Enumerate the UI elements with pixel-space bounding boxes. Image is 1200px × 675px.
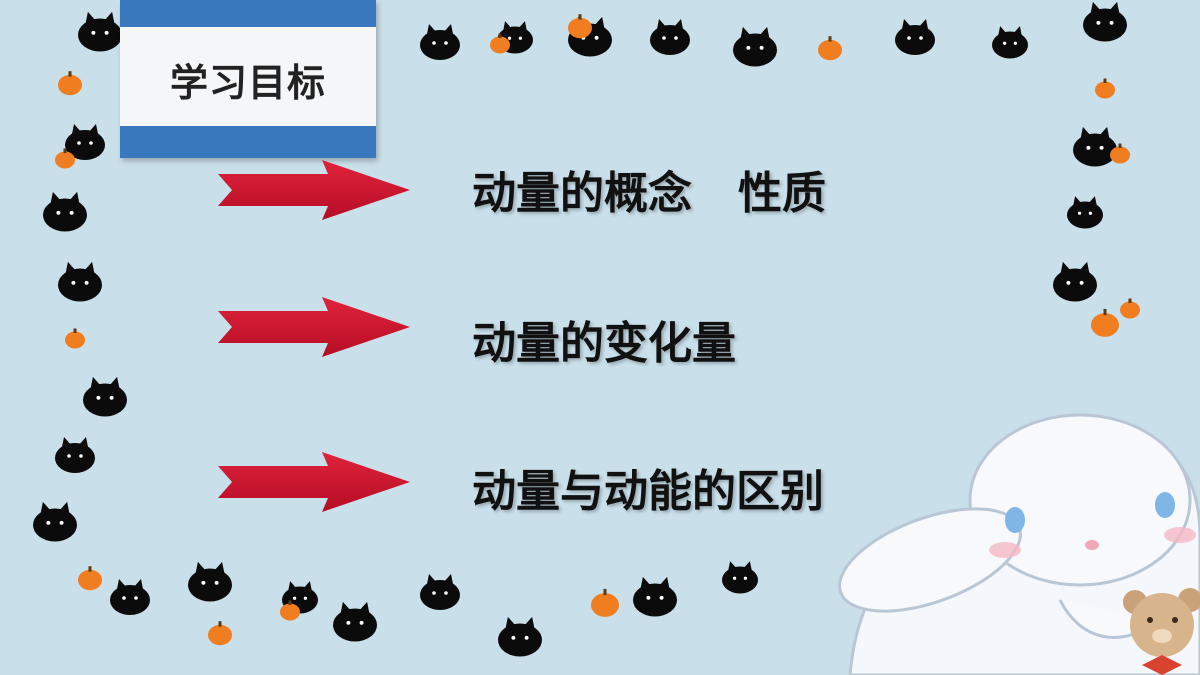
- black-cat-icon: [1053, 261, 1097, 302]
- goal-label: 动量的概念 性质: [472, 168, 826, 219]
- black-cat-icon: [83, 376, 127, 417]
- title-band-top: [120, 0, 376, 27]
- goal-label: 动量的变化量: [472, 318, 736, 369]
- black-cat-icon: [895, 19, 935, 55]
- pumpkin-icon: [280, 600, 300, 621]
- goal-arrow-2-icon: [218, 297, 410, 357]
- black-cat-icon: [633, 576, 677, 617]
- black-cat-icon: [333, 601, 377, 642]
- goal-label: 动量与动能的区别: [472, 466, 824, 517]
- goal-item-3: 动量与动能的区别: [472, 455, 824, 519]
- decor-group: [33, 1, 1140, 657]
- black-cat-icon: [78, 11, 122, 52]
- goal-item-2: 动量的变化量: [472, 307, 736, 371]
- pumpkin-icon: [208, 621, 232, 646]
- black-cat-icon: [65, 124, 105, 160]
- title-band-bottom: [120, 126, 376, 158]
- black-cat-icon: [55, 437, 95, 473]
- pumpkin-icon: [78, 566, 102, 591]
- black-cat-icon: [498, 616, 542, 657]
- pumpkin-icon: [818, 36, 842, 61]
- goal-item-1: 动量的概念 性质: [472, 157, 826, 221]
- pumpkin-icon: [1095, 78, 1115, 99]
- black-cat-icon: [43, 191, 87, 232]
- title-box: 学习目标: [120, 0, 376, 158]
- slide-title: 学习目标: [169, 61, 326, 105]
- black-cat-icon: [722, 561, 758, 594]
- pumpkin-icon: [58, 71, 82, 96]
- pumpkin-icon: [1110, 143, 1130, 164]
- black-cat-icon: [33, 501, 77, 542]
- pumpkin-icon: [1120, 298, 1140, 319]
- black-cat-icon: [650, 19, 690, 55]
- white-bunny-with-teddy-bear-icon: [838, 413, 1200, 675]
- black-cat-icon: [733, 26, 777, 67]
- black-cat-icon: [110, 579, 150, 615]
- black-cat-icon: [420, 24, 460, 60]
- pumpkin-icon: [1091, 308, 1119, 337]
- black-cat-icon: [992, 26, 1028, 59]
- black-cat-icon: [1083, 1, 1127, 42]
- black-cat-icon: [1073, 126, 1117, 167]
- pumpkin-icon: [55, 148, 75, 169]
- black-cat-icon: [1067, 196, 1103, 229]
- goal-arrow-3-icon: [218, 452, 410, 512]
- pumpkin-icon: [65, 328, 85, 349]
- pumpkin-icon: [568, 14, 592, 39]
- black-cat-icon: [188, 561, 232, 602]
- goal-arrow-1-icon: [218, 160, 410, 220]
- black-cat-icon: [58, 261, 102, 302]
- pumpkin-icon: [490, 33, 510, 54]
- black-cat-icon: [420, 574, 460, 610]
- pumpkin-icon: [591, 588, 619, 617]
